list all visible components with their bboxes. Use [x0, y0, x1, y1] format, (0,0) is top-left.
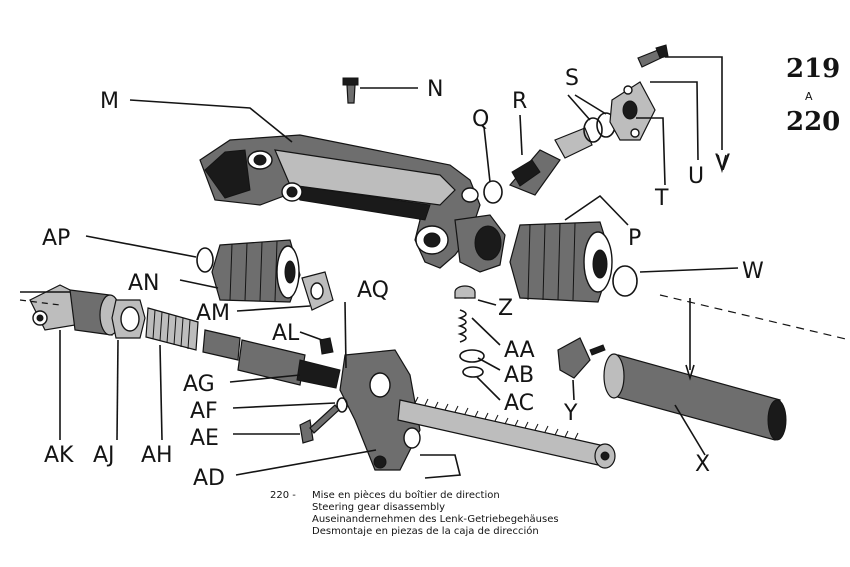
part-nipple-al [319, 337, 334, 355]
part-rod-ag [202, 329, 341, 389]
label-ak: AK [44, 443, 74, 468]
caption-line-es: Desmontaje en piezas de la caja de direc… [312, 526, 539, 537]
label-ab: AB [504, 363, 534, 388]
label-s: S [565, 66, 579, 91]
part-housing-m [199, 134, 506, 273]
label-w: W [742, 259, 764, 284]
dashed-axis [659, 294, 850, 341]
caption-number: 220 - [270, 490, 296, 501]
part-cap-y [557, 337, 606, 379]
part-tube-x [603, 353, 787, 441]
part-washer-af [336, 397, 348, 413]
label-z: Z [498, 296, 513, 321]
label-ac: AC [504, 391, 534, 416]
dashed-axis-left [19, 299, 61, 306]
part-bellows-p [509, 221, 613, 303]
label-t: T [654, 186, 669, 211]
part-sleeve-aj [69, 289, 121, 336]
label-p: P [628, 226, 641, 251]
part-ring-ab [459, 349, 485, 363]
part-ring-ac [462, 366, 484, 378]
label-am: AM [196, 301, 230, 326]
part-bolt-n [342, 77, 359, 104]
label-an: AN [128, 271, 160, 296]
part-flange-am [301, 271, 334, 311]
part-spring-aa [457, 309, 467, 343]
part-ring-ap [196, 247, 214, 273]
label-q: Q [472, 107, 489, 132]
part-threaded-sleeve-ah [145, 307, 199, 351]
page-number-top: 219 [786, 54, 840, 84]
label-x: X [695, 452, 710, 477]
label-n: N [427, 77, 443, 102]
part-ring-q [483, 180, 503, 204]
label-u: U [688, 164, 704, 189]
caption-line-en: Steering gear disassembly [312, 502, 446, 513]
label-y: Y [563, 401, 578, 426]
label-ag: AG [183, 372, 215, 397]
part-ring-w [612, 265, 638, 297]
part-bellows-an [211, 239, 301, 303]
label-r: R [512, 89, 527, 114]
label-ae: AE [190, 426, 219, 451]
caption-line-fr: Mise en pièces du boîtier de direction [312, 490, 500, 501]
label-v: V [715, 151, 730, 176]
label-ad: AD [193, 466, 225, 491]
label-aj: AJ [93, 443, 115, 468]
part-plug-z [454, 285, 476, 299]
label-ap: AP [42, 226, 70, 251]
label-aa: AA [504, 338, 535, 363]
leader-lines [20, 56, 739, 476]
figure-caption: 220 - Mise en pièces du boîtier de direct… [270, 490, 559, 538]
part-ball-joint-ak [29, 284, 81, 331]
label-al: AL [272, 321, 300, 346]
label-af: AF [190, 399, 218, 424]
caption-line-de: Auseinandernehmen des Lenk-Getriebegehäu… [312, 514, 559, 525]
page-number-bottom: 220 [786, 107, 840, 137]
label-aq: AQ [357, 278, 389, 303]
label-m: M [100, 89, 119, 114]
page-number-separator: A [805, 90, 813, 103]
part-rack [397, 396, 616, 469]
part-nut-aj [111, 299, 146, 339]
part-bolt-ae [299, 404, 340, 444]
part-cover-plate-t [609, 44, 669, 141]
part-pinion-r [508, 127, 593, 196]
label-ah: AH [141, 443, 173, 468]
part-rack-housing-ad [339, 349, 462, 479]
